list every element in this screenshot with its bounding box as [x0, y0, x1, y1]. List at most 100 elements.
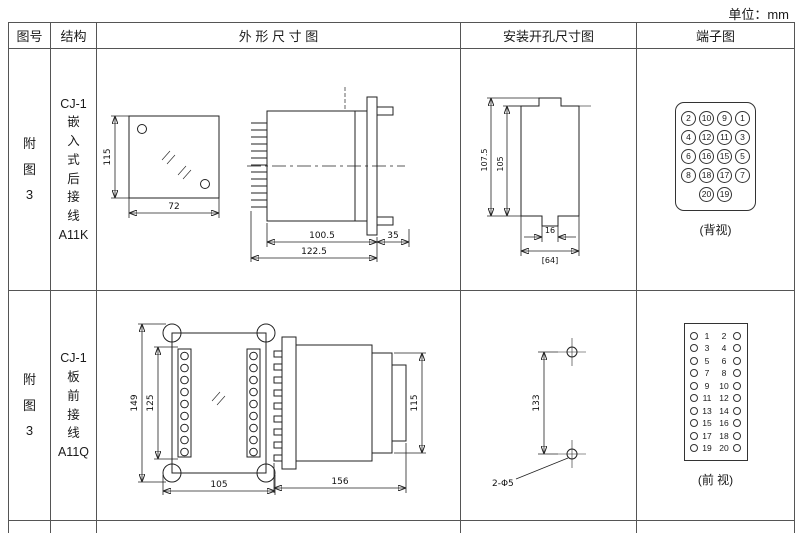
terminal-number: 16	[719, 418, 729, 429]
terminal-circle: 9	[717, 110, 732, 126]
dim-slot-w: 16	[545, 226, 555, 235]
terminal-circle: 3	[735, 129, 750, 145]
terminal-circle: 4	[681, 129, 696, 145]
terminal-hole-icon	[689, 419, 698, 428]
fig-no-1: 附 图 3	[22, 136, 36, 203]
terminal-number: 17	[702, 430, 712, 441]
cell-fig-no-1: 附 图 3	[9, 49, 51, 291]
terminal-number: 5	[704, 355, 710, 366]
terminal-number: 11	[702, 393, 712, 404]
dim-depth-overall: 122.5	[301, 247, 327, 257]
terminal-hole-icon	[689, 331, 698, 340]
terminal-hole-icon	[689, 356, 698, 365]
cell-outline-2: 149 125 105	[97, 291, 461, 521]
cell-install-1: 107.5 105 16 [64]	[461, 49, 637, 291]
unit-label: 单位：mm	[728, 7, 789, 22]
terminal-circle: 18	[699, 167, 714, 183]
dim-width: 105	[210, 480, 227, 490]
side-view: 100.5 35 122.5	[246, 86, 409, 262]
dim-width: 72	[168, 202, 179, 212]
partial-row-cell	[51, 521, 97, 533]
terminal-row: 8 18 17 7	[681, 167, 750, 183]
terminal-hole-icon	[732, 331, 741, 340]
terminal-hole-icon	[689, 344, 698, 353]
terminal-number: 3	[704, 343, 710, 354]
dim-ref-w: [64]	[542, 256, 558, 265]
terminal-number: 15	[702, 418, 712, 429]
cutout-dimensions: 107.5 105 16 [64]	[480, 97, 580, 265]
terminal-row: 7 8	[689, 368, 742, 379]
terminal-circle: 12	[699, 129, 714, 145]
dim-h-outer: 149	[130, 394, 140, 411]
terminal-hole-icon	[689, 406, 698, 415]
side-view: 115 156	[273, 336, 426, 493]
dim-depth-inner: 100.5	[309, 231, 335, 241]
terminal-number: 6	[721, 355, 727, 366]
terminal-hole-icon	[732, 344, 741, 353]
dim-side-h: 115	[410, 394, 420, 411]
terminal-hole-icon	[689, 381, 698, 390]
dim-h-outer: 107.5	[480, 148, 489, 171]
dim-h-inner: 105	[496, 156, 505, 171]
terminal-hole-icon	[732, 369, 741, 378]
terminal-circle: 6	[681, 148, 696, 164]
terminal-hole-icon	[689, 444, 698, 453]
terminal-circle: 15	[717, 148, 732, 164]
terminal-circle: 10	[699, 110, 714, 126]
dim-spacing: 133	[532, 394, 542, 411]
terminal-circle: 16	[699, 148, 714, 164]
install-drawing-a11q: 133 2-Φ5	[492, 337, 586, 489]
terminal-number: 19	[702, 443, 712, 454]
terminal-row: 20 19	[681, 186, 750, 202]
terminal-row: 4 12 11 3	[681, 129, 750, 145]
terminal-circle: 1	[735, 110, 750, 126]
terminal-diagram-front: 1 2 3 4 5 6 7	[683, 322, 748, 462]
hole-dimensions: 133 2-Φ5	[492, 351, 568, 489]
dim-flange: 35	[387, 231, 398, 241]
terminal-row: 11 12	[689, 393, 742, 404]
terminal-number: 1	[704, 330, 710, 341]
outline-drawing-a11q: 149 125 105	[130, 323, 426, 495]
terminal-circle: 17	[717, 167, 732, 183]
fig-no-2: 附 图 3	[22, 372, 36, 439]
terminal-hole-icon	[732, 356, 741, 365]
cell-structure-1: CJ-1 嵌 入 式 后 接 线 A11K	[51, 49, 97, 291]
terminal-number: 18	[719, 430, 729, 441]
cell-outline-1: 115 72	[97, 49, 461, 291]
terminal-number: 8	[721, 368, 727, 379]
terminal-circle: 2	[681, 110, 696, 126]
terminal-number: 20	[719, 443, 729, 454]
outline-drawing-a11k: 115 72	[103, 86, 409, 262]
terminal-row: 15 16	[689, 418, 742, 429]
header-install: 安装开孔尺寸图	[461, 23, 637, 49]
terminal-number: 14	[719, 405, 729, 416]
terminal-view-caption: (背视)	[699, 222, 732, 237]
dim-length: 156	[331, 477, 348, 487]
terminal-circle: 20	[699, 186, 714, 202]
partial-row-cell	[97, 521, 461, 533]
terminal-view-caption: (前 视)	[697, 473, 734, 488]
terminal-row: 13 14	[689, 405, 742, 416]
terminal-number: 9	[704, 380, 710, 391]
partial-row-cell	[461, 521, 637, 533]
terminal-row: 19 20	[689, 443, 742, 454]
cell-terminal-2: 1 2 3 4 5 6 7	[637, 291, 794, 521]
terminal-circle: 19	[717, 186, 732, 202]
terminal-number: 7	[704, 368, 710, 379]
cell-structure-2: CJ-1 板 前 接 线 A11Q	[51, 291, 97, 521]
terminal-hole-icon	[732, 444, 741, 453]
terminal-hole-icon	[732, 381, 741, 390]
header-outline: 外 形 尺 寸 图	[97, 23, 461, 49]
terminal-diagram-rear: 2 10 9 1 4 12 11 3 6 16 15 5	[675, 101, 756, 211]
structure-2: CJ-1 板 前 接 线 A11Q	[57, 351, 90, 459]
terminal-number: 2	[721, 330, 727, 341]
spec-table: 图号 结构 外 形 尺 寸 图 安装开孔尺寸图 端子图 附 图 3 CJ-1 嵌…	[8, 22, 795, 533]
partial-row-cell	[9, 521, 51, 533]
terminal-circle: 8	[681, 167, 696, 183]
terminal-hole-icon	[732, 431, 741, 440]
dim-h-inner: 125	[146, 394, 156, 411]
terminal-row: 17 18	[689, 430, 742, 441]
terminal-hole-icon	[732, 419, 741, 428]
terminal-hole-icon	[732, 406, 741, 415]
